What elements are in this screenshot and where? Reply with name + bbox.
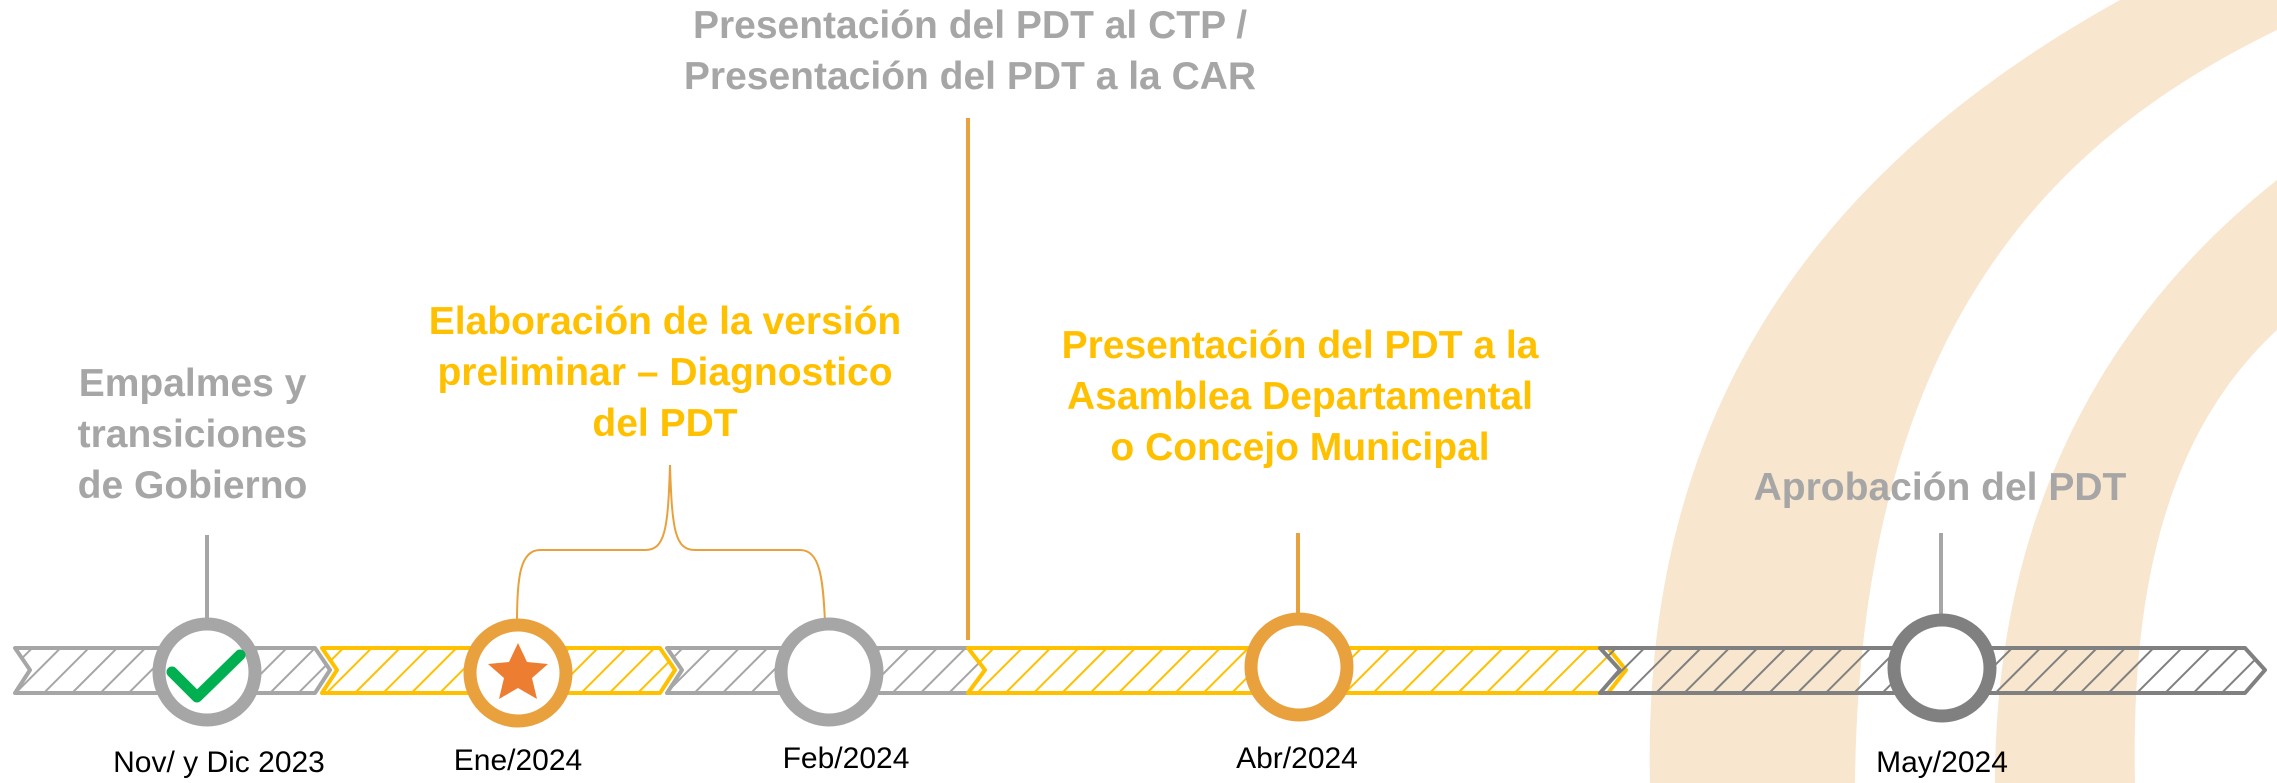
check-icon xyxy=(166,649,246,703)
milestone-feb-marker xyxy=(774,617,884,727)
date-nov-dec: Nov/ y Dic 2023 xyxy=(113,746,325,779)
brace-jan-feb xyxy=(516,464,826,623)
label-elaboracion: Elaboración de la versión preliminar – D… xyxy=(428,300,902,445)
label-ctp-car: Presentación del PDT al CTP / Presentaci… xyxy=(683,4,1257,98)
date-may: May/2024 xyxy=(1876,746,2008,779)
date-feb: Feb/2024 xyxy=(782,742,910,775)
milestone-nov-dec-marker xyxy=(152,617,262,727)
timeline-band xyxy=(13,646,2267,695)
date-jan: Ene/2024 xyxy=(453,744,583,777)
label-empalmes: Empalmes y transiciones de Gobierno xyxy=(77,362,308,507)
milestone-may-marker xyxy=(1887,613,1997,723)
star-icon xyxy=(488,643,548,699)
milestone-jan-marker xyxy=(463,618,573,728)
label-asamblea: Presentación del PDT a la Asamblea Depar… xyxy=(1061,324,1539,469)
milestone-apr-marker xyxy=(1244,612,1354,722)
background-swoosh xyxy=(1649,0,2277,783)
date-apr: Abr/2024 xyxy=(1236,742,1358,775)
label-aprobacion: Aprobación del PDT xyxy=(1753,466,2127,509)
